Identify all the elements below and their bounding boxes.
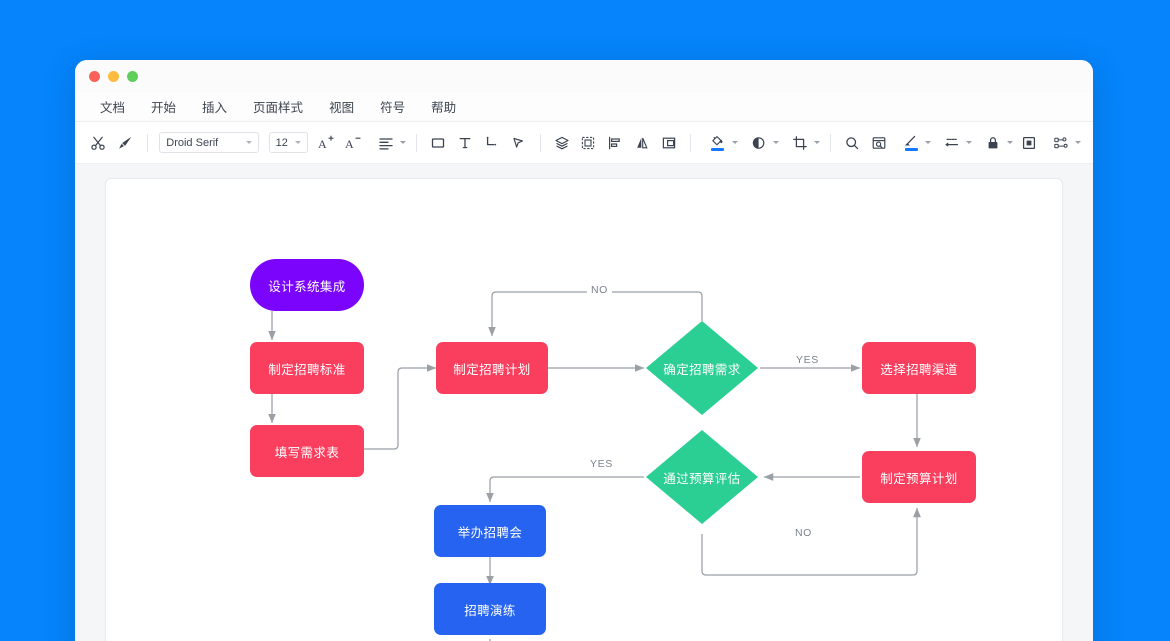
- document-page[interactable]: 设计系统集成 制定招聘标准 填写需求表 制定招聘计划 确定招聘需求 选择招聘渠道: [105, 178, 1063, 641]
- menu-symbol[interactable]: 符号: [380, 101, 406, 115]
- connector-style-button[interactable]: [1044, 131, 1081, 155]
- toolbar-separator-5: [829, 133, 831, 152]
- find-replace-icon[interactable]: [870, 131, 887, 155]
- fill-color-swatch: [711, 148, 725, 151]
- connector-line-icon[interactable]: [483, 131, 500, 155]
- menu-view[interactable]: 视图: [329, 101, 355, 115]
- flow-node-fill-request-form[interactable]: 填写需求表: [250, 425, 364, 477]
- flow-node-recruit-standard[interactable]: 制定招聘标准: [250, 342, 364, 394]
- flow-node-choose-channel[interactable]: 选择招聘渠道: [862, 342, 976, 394]
- edge-label-no-2: NO: [791, 527, 816, 539]
- flow-node-label: 招聘演练: [464, 603, 516, 618]
- svg-text:A: A: [345, 137, 354, 151]
- menu-help[interactable]: 帮助: [431, 101, 457, 115]
- menu-home[interactable]: 开始: [151, 101, 177, 115]
- chevron-down-icon: [294, 141, 301, 144]
- minimize-button[interactable]: [108, 70, 119, 82]
- font-family-value: Droid Serif: [166, 136, 219, 149]
- flowchart-connectors: [268, 291, 921, 641]
- flow-node-label: 确定招聘需求: [663, 362, 741, 377]
- increase-font-icon[interactable]: A: [318, 131, 335, 155]
- toolbar: Droid Serif 12 A A: [75, 122, 1093, 164]
- flow-node-label: 填写需求表: [274, 445, 340, 460]
- chevron-down-icon: [925, 141, 932, 144]
- diamond-shape: [646, 321, 758, 415]
- flow-node-label: 制定招聘标准: [268, 362, 346, 377]
- font-size-value: 12: [275, 136, 288, 149]
- menu-bar: 文档 开始 插入 页面样式 视图 符号 帮助: [75, 92, 1093, 122]
- line-color-icon[interactable]: [899, 131, 923, 155]
- group-icon[interactable]: [580, 131, 597, 155]
- align-left-icon[interactable]: [374, 131, 398, 155]
- frame-icon[interactable]: [1020, 131, 1037, 155]
- chevron-down-icon: [245, 141, 252, 144]
- toolbar-separator-3: [539, 133, 541, 152]
- toolbar-separator-4: [690, 133, 691, 152]
- toolbar-separator-2: [415, 133, 417, 152]
- flow-node-label: 制定招聘计划: [453, 362, 531, 377]
- pointer-cursor-icon[interactable]: [510, 131, 527, 155]
- menu-insert[interactable]: 插入: [202, 101, 228, 115]
- menu-page-style[interactable]: 页面样式: [253, 101, 304, 115]
- line-style-button[interactable]: [935, 131, 973, 155]
- toolbar-separator-1: [146, 133, 148, 152]
- title-bar: [75, 60, 1093, 92]
- diamond-shape: [646, 430, 758, 524]
- chevron-down-icon: [731, 141, 738, 144]
- lock-icon[interactable]: [981, 131, 1005, 155]
- flow-node-job-fair[interactable]: 举办招聘会: [434, 505, 546, 557]
- search-zoom-icon[interactable]: [844, 131, 861, 155]
- connector-style-icon[interactable]: [1049, 131, 1073, 155]
- rectangle-shape-icon[interactable]: [429, 131, 446, 155]
- chevron-down-icon: [772, 141, 779, 144]
- close-button[interactable]: [89, 70, 100, 82]
- edge-label-yes-2: YES: [586, 458, 617, 470]
- scissors-icon[interactable]: [90, 131, 107, 155]
- maximize-button[interactable]: [127, 70, 138, 82]
- text-box-icon[interactable]: [456, 131, 473, 155]
- crop-icon[interactable]: [788, 131, 812, 155]
- application-window: 文档 开始 插入 页面样式 视图 符号 帮助 Droid Serif 12: [75, 60, 1093, 641]
- shape-style-icon[interactable]: [747, 131, 771, 155]
- lock-button[interactable]: [976, 131, 1014, 155]
- chevron-down-icon: [966, 141, 973, 144]
- flow-node-label: 设计系统集成: [268, 279, 346, 294]
- flow-node-label: 通过预算评估: [663, 471, 741, 486]
- decrease-font-icon[interactable]: A: [345, 131, 362, 155]
- canvas-area[interactable]: 设计系统集成 制定招聘标准 填写需求表 制定招聘计划 确定招聘需求 选择招聘渠道: [75, 164, 1093, 641]
- flow-node-label: 举办招聘会: [457, 525, 523, 540]
- flow-node-label: 选择招聘渠道: [880, 362, 958, 377]
- font-size-select[interactable]: 12: [268, 132, 308, 153]
- shape-style-button[interactable]: [742, 131, 779, 155]
- flow-node-recruit-plan[interactable]: 制定招聘计划: [436, 342, 548, 394]
- line-color-swatch: [904, 148, 918, 151]
- chevron-down-icon: [1074, 141, 1081, 144]
- arrange-icon[interactable]: [660, 131, 677, 155]
- flow-node-budget-plan[interactable]: 制定预算计划: [862, 451, 976, 503]
- chevron-down-icon: [399, 141, 406, 144]
- format-painter-icon[interactable]: [117, 131, 134, 155]
- menu-document[interactable]: 文档: [100, 101, 126, 115]
- chevron-down-icon: [1007, 141, 1014, 144]
- chevron-down-icon: [813, 141, 820, 144]
- flow-node-confirm-demand[interactable]: 确定招聘需求: [646, 321, 758, 415]
- align-left-button[interactable]: [369, 131, 406, 155]
- line-color-button[interactable]: [894, 131, 932, 155]
- layers-icon[interactable]: [553, 131, 570, 155]
- align-objects-icon[interactable]: [607, 131, 624, 155]
- fill-color-icon[interactable]: [706, 131, 730, 155]
- svg-text:A: A: [318, 137, 327, 151]
- flip-horizontal-icon[interactable]: [634, 131, 651, 155]
- crop-button[interactable]: [783, 131, 820, 155]
- fill-color-button[interactable]: [701, 131, 738, 155]
- flow-node-start[interactable]: 设计系统集成: [250, 259, 364, 311]
- flow-node-budget-approval[interactable]: 通过预算评估: [646, 430, 758, 524]
- flow-node-recruit-drill[interactable]: 招聘演练: [434, 583, 546, 635]
- line-style-icon[interactable]: [940, 131, 964, 155]
- font-family-select[interactable]: Droid Serif: [159, 132, 259, 153]
- edge-label-yes-1: YES: [792, 354, 823, 366]
- flow-node-label: 制定预算计划: [880, 471, 958, 486]
- edge-label-no-1: NO: [587, 284, 612, 296]
